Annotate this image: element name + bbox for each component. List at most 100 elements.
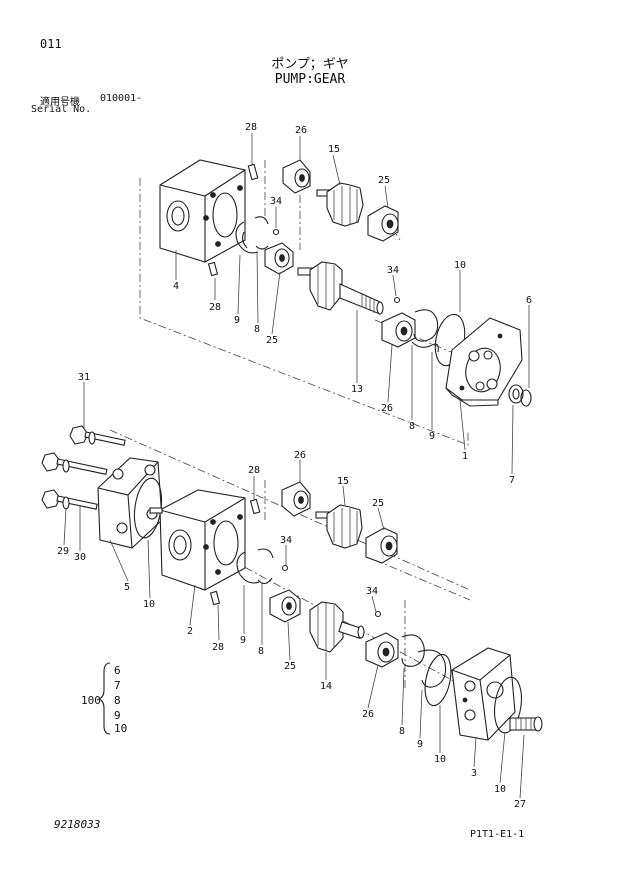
callout: 25 — [266, 335, 278, 346]
callout: 9 — [234, 315, 240, 326]
o-ring-10 — [424, 653, 452, 707]
kit-item: 8 — [114, 694, 121, 707]
callout: 34 — [387, 265, 399, 276]
callout: 2 — [187, 626, 193, 637]
oil-seal-7-inner — [512, 388, 520, 400]
gear-14 — [309, 601, 365, 653]
callout: 15 — [328, 144, 340, 155]
seal-ring-8 — [254, 216, 269, 250]
dowel-pin-28 — [207, 261, 219, 277]
dowel-pin-28 — [247, 163, 259, 181]
kit-item: 9 — [114, 709, 121, 722]
callout: 9 — [417, 739, 423, 750]
drive-shaft-13 — [297, 261, 384, 315]
seal-ring-9 — [411, 341, 439, 353]
front-cover-3 — [451, 647, 516, 741]
callout: 28 — [245, 122, 257, 133]
callout: 14 — [320, 681, 332, 692]
drawing-number: 9218033 — [54, 818, 101, 831]
callout: 28 — [248, 465, 260, 476]
callout: 26 — [381, 403, 393, 414]
pin-34 — [281, 564, 289, 572]
pin-34 — [393, 296, 401, 304]
callout: 10 — [434, 754, 446, 765]
page-number: 011 — [40, 37, 62, 51]
bushing-25 — [269, 589, 301, 623]
shaft-spline-27 — [509, 716, 543, 732]
callout: 7 — [509, 475, 515, 486]
callout: 8 — [258, 646, 264, 657]
serial-label-jp: 適用号機 — [40, 97, 80, 108]
kit-item: 7 — [114, 679, 121, 692]
callout: 6 — [526, 295, 532, 306]
callout: 28 — [209, 302, 221, 313]
callout: 27 — [514, 799, 526, 810]
callout: 15 — [337, 476, 349, 487]
callout: 9 — [429, 431, 435, 442]
bushing-26 — [365, 632, 399, 668]
page-title-en: PUMP:GEAR — [274, 72, 346, 87]
kit-label: 100 — [81, 694, 101, 707]
kit-item: 10 — [114, 722, 128, 735]
bolt-31 — [41, 489, 98, 510]
seal-ring-8 — [257, 548, 274, 585]
pin-34 — [374, 610, 382, 618]
seal-ring-9 — [417, 649, 447, 688]
pump-body-2 — [149, 489, 246, 591]
kit-item: 6 — [114, 664, 121, 677]
dowel-pin-28 — [249, 498, 261, 515]
sheet-code: P1T1-E1-1 — [470, 829, 525, 840]
dowel-pin-28 — [209, 590, 221, 606]
bushing-25 — [367, 205, 399, 242]
kit-brace — [97, 662, 111, 735]
rear-cover-5 — [97, 457, 163, 549]
serial-value: 010001- — [100, 93, 143, 104]
callout: 8 — [399, 726, 405, 737]
page-title-jp: ポンプ；ギヤ — [271, 57, 349, 72]
callout: 10 — [454, 260, 466, 271]
callout: 8 — [254, 324, 260, 335]
callout: 10 — [494, 784, 506, 795]
callout: 30 — [74, 552, 86, 563]
bushing-26 — [282, 159, 311, 194]
end-cover-1 — [445, 317, 523, 407]
bushing-25 — [264, 242, 294, 275]
callout: 9 — [240, 635, 246, 646]
seal-ring-8 — [413, 309, 439, 342]
callout: 34 — [270, 196, 282, 207]
callout: 31 — [78, 372, 90, 383]
callout: 25 — [284, 661, 296, 672]
o-ring-10 — [493, 676, 523, 734]
callout: 26 — [294, 450, 306, 461]
callout: 5 — [124, 582, 130, 593]
pump-body-4 — [159, 159, 246, 263]
drive-gear-15 — [316, 182, 364, 227]
bolt-31 — [69, 425, 126, 446]
seal-ring-8 — [401, 634, 425, 667]
driven-gear-15 — [315, 504, 363, 549]
bushing-26 — [281, 481, 311, 517]
callout: 26 — [295, 125, 307, 136]
callout: 25 — [378, 175, 390, 186]
snap-ring-6 — [520, 389, 532, 407]
upper-axis-line — [139, 178, 469, 446]
callout: 28 — [212, 642, 224, 653]
callout: 29 — [57, 546, 69, 557]
pin-34 — [272, 228, 280, 236]
lower-axis-line — [264, 480, 471, 690]
callout: 34 — [366, 586, 378, 597]
callout: 34 — [280, 535, 292, 546]
callout: 8 — [409, 421, 415, 432]
serial-label-en: Serial No. — [31, 104, 92, 115]
callout: 26 — [362, 709, 374, 720]
callout: 1 — [462, 451, 468, 462]
callout: 4 — [173, 281, 179, 292]
callout-labels: 28 26 15 25 34 4 28 9 8 25 10 34 13 6 26… — [57, 122, 532, 810]
callout: 3 — [471, 768, 477, 779]
bushing-25 — [365, 527, 398, 564]
callout: 25 — [372, 498, 384, 509]
seal-ring-9 — [236, 551, 260, 584]
seal-ring-9 — [235, 221, 259, 254]
callout: 10 — [143, 599, 155, 610]
bolt-31 — [41, 452, 108, 475]
